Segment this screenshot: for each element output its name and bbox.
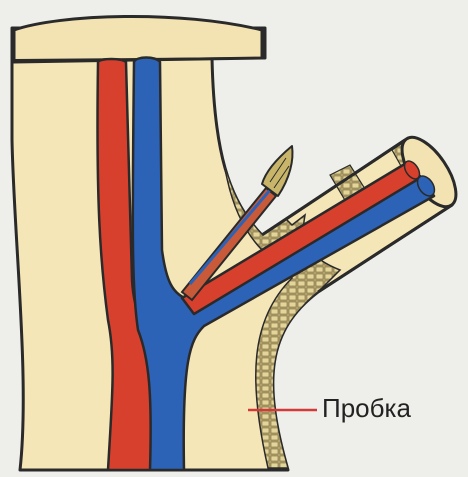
cork-label: Пробка [322, 393, 411, 423]
stem-cut-surface [14, 16, 262, 62]
